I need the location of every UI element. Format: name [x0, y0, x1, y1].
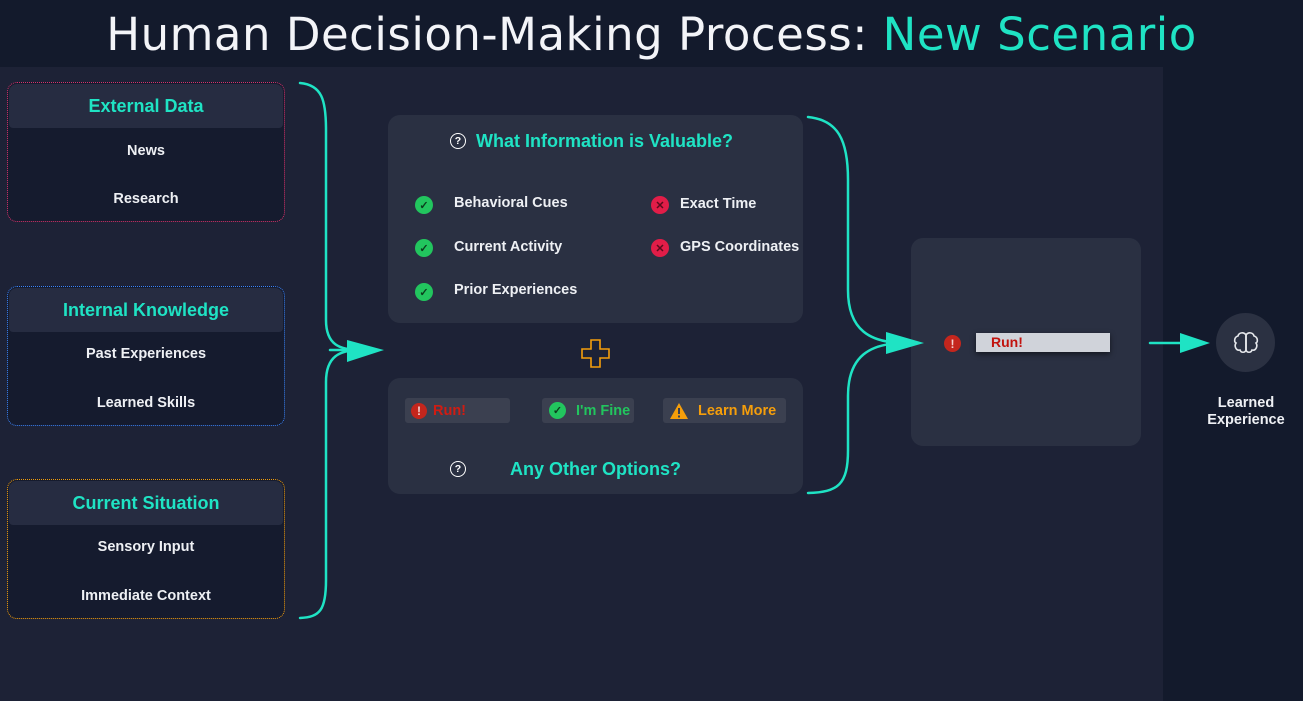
arrow-to-outcome [1180, 333, 1210, 353]
source-current-situation: Current Situation Sensory Input Immediat… [7, 479, 285, 619]
source-title: Internal Knowledge [9, 288, 283, 332]
cross-icon: ✕ [651, 239, 669, 257]
source-external-data: External Data News Research [7, 82, 285, 222]
source-item: Learned Skills [96, 395, 196, 411]
valuable-item: Behavioral Cues [454, 195, 568, 211]
warning-icon [670, 402, 688, 419]
source-title: Current Situation [9, 481, 283, 525]
check-icon: ✓ [549, 402, 566, 419]
valuable-item: Prior Experiences [454, 282, 578, 298]
option-learn-more-button[interactable]: Learn More [663, 398, 786, 423]
title-main: Human Decision-Making Process: [106, 8, 883, 61]
alert-icon: ! [944, 335, 961, 352]
title-accent: New Scenario [882, 8, 1197, 61]
outcome-line2: Experience [1207, 412, 1285, 428]
cross-icon: ✕ [651, 196, 669, 214]
check-icon: ✓ [415, 283, 433, 301]
question-icon: ? [450, 133, 466, 149]
alert-icon: ! [411, 402, 427, 419]
check-icon: ✓ [415, 196, 433, 214]
source-item: Sensory Input [97, 539, 195, 555]
source-item: Research [113, 191, 179, 207]
outcome-line1: Learned [1217, 395, 1275, 411]
option-label: Run! [433, 402, 467, 419]
source-item: Past Experiences [85, 346, 207, 362]
question-icon: ? [450, 461, 466, 477]
option-fine-button[interactable]: ✓ I'm Fine [542, 398, 634, 423]
brain-icon [1216, 313, 1275, 372]
option-run-button[interactable]: ! Run! [405, 398, 510, 423]
valuable-item: Current Activity [454, 239, 563, 255]
source-title: External Data [9, 84, 283, 128]
option-label: I'm Fine [576, 402, 631, 419]
options-card: ! Run! ✓ I'm Fine Learn More ? Any Other… [388, 378, 803, 494]
option-label: Learn More [698, 402, 777, 419]
not-valuable-item: GPS Coordinates [680, 239, 800, 255]
source-internal-knowledge: Internal Knowledge Past Experiences Lear… [7, 286, 285, 426]
source-item: News [127, 143, 165, 159]
source-item: Immediate Context [81, 588, 211, 604]
options-question: Any Other Options? [510, 459, 681, 479]
info-card: ? What Information is Valuable? ✓ Behavi… [388, 115, 803, 323]
info-card-title: What Information is Valuable? [476, 131, 734, 151]
decision-label: Run! [976, 333, 1110, 352]
check-icon: ✓ [415, 239, 433, 257]
not-valuable-item: Exact Time [680, 196, 757, 212]
page-title: Human Decision-Making Process: New Scena… [0, 8, 1303, 61]
outcome-label: Learned Experience [1195, 395, 1297, 429]
